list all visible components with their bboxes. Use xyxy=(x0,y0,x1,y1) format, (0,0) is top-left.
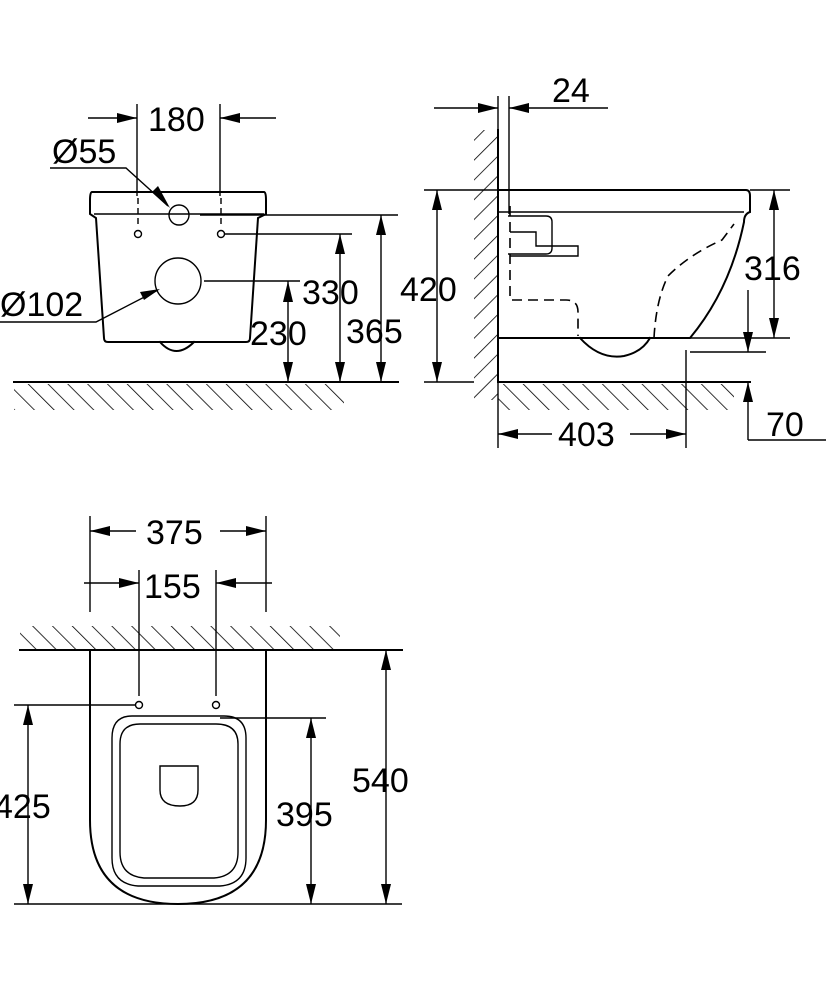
dim-540-label: 540 xyxy=(352,762,409,800)
dim-230-label: 230 xyxy=(250,315,307,353)
dim-dia55-label: Ø55 xyxy=(52,133,116,171)
side-view-bowl-bottom xyxy=(578,336,652,358)
dim-24-label: 24 xyxy=(552,72,590,110)
front-view: 180 Ø55 Ø102 230 330 365 xyxy=(0,101,403,410)
side-view: 24 420 316 70 403 xyxy=(400,72,826,454)
dim-70-label: 70 xyxy=(766,406,804,444)
top-view-bowl-opening xyxy=(159,765,199,807)
dim-155-label: 155 xyxy=(144,568,201,606)
dim-316-label: 316 xyxy=(744,250,801,288)
front-view-outlet xyxy=(158,340,196,352)
top-view: 375 155 425 395 540 xyxy=(0,514,409,906)
dim-425-label: 425 xyxy=(0,788,51,826)
top-view-toilet-body xyxy=(89,649,267,906)
front-view-fixing-hole-left xyxy=(133,229,143,239)
dim-375-label: 375 xyxy=(146,514,203,552)
side-view-wall-hatch xyxy=(474,130,498,400)
front-view-toilet-body xyxy=(89,191,267,343)
top-view-fixing-hole-right xyxy=(211,700,221,710)
dim-180-label: 180 xyxy=(148,101,205,139)
top-view-wall-hatch xyxy=(20,626,340,650)
dim-403-label: 403 xyxy=(558,416,615,454)
side-view-floor-hatch xyxy=(498,384,734,410)
dim-365-label: 365 xyxy=(346,313,403,351)
dim-dia102-label: Ø102 xyxy=(0,286,83,324)
side-view-toilet-body xyxy=(497,189,751,339)
front-view-waste-outlet-hole xyxy=(154,257,202,305)
dim-420-label: 420 xyxy=(400,271,457,309)
front-view-flush-inlet-hole xyxy=(168,204,190,226)
dim-330-label: 330 xyxy=(302,274,359,312)
top-view-seat xyxy=(111,715,247,887)
dim-395-label: 395 xyxy=(276,796,333,834)
front-view-floor-hatch xyxy=(14,384,344,410)
